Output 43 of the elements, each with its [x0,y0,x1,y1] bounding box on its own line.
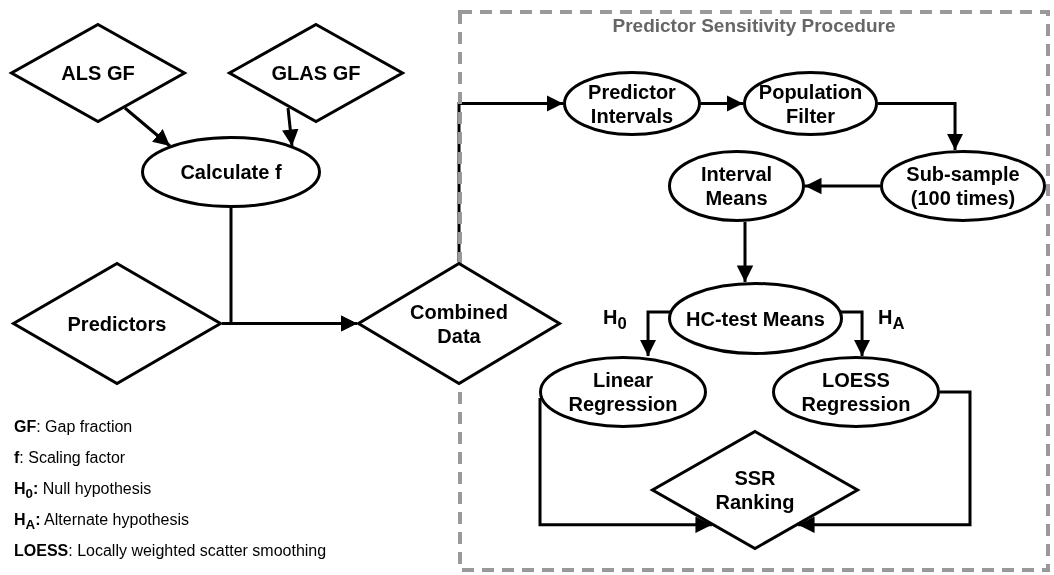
legend-note: H$_{0}$: Null hypothesis [14,480,152,502]
node-label: LOESS Regression [800,368,912,416]
arrow [805,177,880,195]
node-label: GLAS GF [270,61,362,85]
decision-diamond [651,430,859,550]
process-ellipse [668,150,805,222]
node-label: Combined Data [409,299,509,348]
arrow [878,102,964,150]
arrow [840,310,871,356]
arrow [222,315,357,332]
decision-diamond [10,23,186,123]
legend-note: GF: Gap fraction [14,418,133,436]
node-label: Linear Regression [567,368,679,416]
legend-note: H$_{A}$: Alternate hypothesis [14,511,190,533]
process-ellipse [743,71,878,136]
process-ellipse [880,150,1046,222]
decision-diamond [12,262,222,385]
node-label: SSR Ranking [714,466,796,514]
arrow [282,107,299,147]
arrow [701,95,743,112]
decision-diamond [228,23,404,123]
group-heading: Predictor Sensitivity Procedure [612,14,896,38]
node-label: Predictors [66,311,168,336]
node-label: Interval Means [699,162,774,210]
node-label: HC-test Means [685,306,826,331]
process-ellipse [539,356,707,428]
arrow [798,390,972,534]
process-ellipse [563,71,701,136]
node-label: Predictor Intervals [587,79,677,128]
node-label: ALS GF [60,61,136,85]
decision-diamond [357,262,561,385]
arrow [639,310,671,356]
process-ellipse [141,136,321,208]
legend-note: f: Scaling factor [14,449,126,467]
node-label: Population Filter [757,79,864,128]
node-label: Sub-sample (100 times) [905,162,1021,210]
legend-note: LOESS: Locally weighted scatter smoothing [14,542,327,560]
arrow [538,398,712,534]
process-ellipse [772,356,940,428]
node-label: Calculate f [179,160,283,184]
arrow [736,222,754,282]
arrow [123,106,171,148]
process-ellipse [668,282,843,355]
